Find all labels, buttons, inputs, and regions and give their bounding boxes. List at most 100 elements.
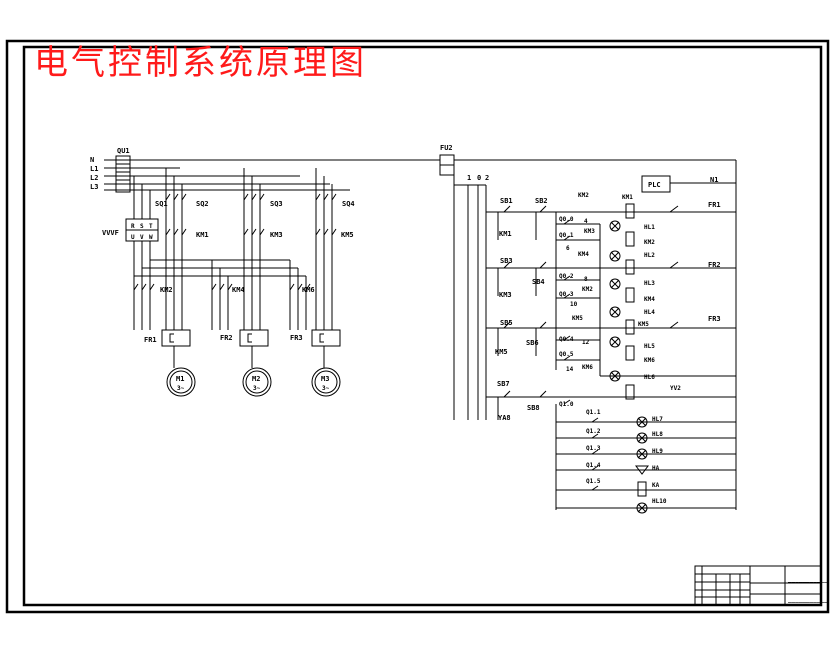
- q12-label: Q1.2: [586, 428, 601, 435]
- km1-hold-label: KM1: [499, 230, 512, 238]
- num-8: 8: [584, 276, 588, 283]
- motor-m3-name: M3: [321, 375, 329, 383]
- interlock-km3-label: KM3: [584, 228, 595, 235]
- motor-m1: M1 3~: [166, 367, 196, 397]
- selector-1: 1: [467, 174, 471, 182]
- selector-0: 0: [477, 174, 481, 182]
- hl7-label: HL7: [652, 416, 663, 423]
- fr2-control-label: FR2: [708, 261, 721, 269]
- interlock-km2-label: KM2: [578, 192, 589, 199]
- title-block-text-b: ___________: [788, 596, 828, 603]
- q15-label: Q1.5: [586, 478, 601, 485]
- num-6: 6: [566, 245, 570, 252]
- sq2-label: SQ2: [196, 200, 209, 208]
- coil-km2-label: KM2: [644, 239, 655, 246]
- sb7-label: SB7: [497, 380, 510, 388]
- lamp-group: [609, 220, 649, 514]
- hl3-label: HL3: [644, 280, 655, 287]
- coil-km5-label: KM5: [638, 321, 649, 328]
- control-circuit: FU2 1 0 2 PLC N1: [439, 144, 737, 514]
- page-title: 电气控制系统原理图: [34, 43, 367, 83]
- hl8-label: HL8: [652, 431, 663, 438]
- hl9-label: HL9: [652, 448, 663, 455]
- num-14: 14: [566, 366, 574, 373]
- coil-km6-label: KM6: [644, 357, 655, 364]
- q00-label: Q0.0: [559, 216, 574, 223]
- yv2-label: YV2: [670, 385, 681, 392]
- vvvf-label: VVVF: [102, 229, 119, 237]
- sb1-label: SB1: [500, 197, 513, 205]
- motor-m3-phase: 3~: [322, 385, 330, 392]
- q01-label: Q0.1: [559, 232, 574, 239]
- hl10-label: HL10: [652, 498, 667, 505]
- fr3-control-label: FR3: [708, 315, 721, 323]
- motor-m1-phase: 3~: [177, 385, 185, 392]
- coil-km4-label: KM4: [644, 296, 655, 303]
- km4-power-label: KM4: [232, 286, 245, 294]
- interlock-km4-label: KM4: [578, 251, 589, 258]
- sb2-label: SB2: [535, 197, 548, 205]
- q11-label: Q1.1: [586, 409, 601, 416]
- coil-km1-label: KM1: [622, 194, 633, 201]
- ya8-label: YA8: [498, 414, 511, 422]
- vvvf-term-t: T: [149, 223, 153, 230]
- interlock-km6-label: KM6: [582, 364, 593, 371]
- q14-label: Q1.4: [586, 462, 601, 469]
- motor-m1-name: M1: [176, 375, 184, 383]
- fr1-label: FR1: [144, 336, 157, 344]
- n1-label: N1: [710, 176, 718, 184]
- q13-label: Q1.3: [586, 445, 601, 452]
- bus-label-l2: L2: [90, 174, 98, 182]
- fr3-label: FR3: [290, 334, 303, 342]
- q05-label: Q0.5: [559, 351, 574, 358]
- hl1-label: HL1: [644, 224, 655, 231]
- q04-label: Q0.4: [559, 336, 574, 343]
- ka-label: KA: [652, 482, 660, 489]
- thermal-relays: [161, 329, 341, 368]
- hl2-label: HL2: [644, 252, 655, 259]
- power-verticals: [133, 168, 333, 330]
- plc-label: PLC: [648, 181, 661, 189]
- km3-hold-label: KM3: [499, 291, 512, 299]
- hl5-label: HL5: [644, 343, 655, 350]
- motor-m3: M3 3~: [311, 367, 341, 397]
- vvvf-term-v: V: [140, 234, 144, 241]
- num-12: 12: [582, 339, 590, 346]
- sq4-label: SQ4: [342, 200, 355, 208]
- title-block-text-a: ___________: [788, 576, 828, 583]
- plc-box: [641, 175, 671, 193]
- inner-frame: [22, 45, 823, 607]
- sb5-label: SB5: [500, 319, 513, 327]
- km5-power-label: KM5: [341, 231, 354, 239]
- sb3-label: SB3: [500, 257, 513, 265]
- km5-hold-label: KM5: [495, 348, 508, 356]
- sb6-label: SB6: [526, 339, 539, 347]
- bus-label-l1: L1: [90, 165, 98, 173]
- power-circuit: N L1 L2 L3 QU1 R S T U V W VVVF: [90, 147, 440, 397]
- power-contacts: [133, 193, 337, 291]
- vvvf-term-u: U: [131, 234, 135, 241]
- vvvf-term-r: R: [131, 223, 135, 230]
- control-contacts: [503, 205, 679, 491]
- vvvf-term-s: S: [140, 223, 144, 230]
- interlock-km5-label: KM5: [572, 315, 583, 322]
- rung-lines: [486, 211, 736, 510]
- motor-m2-phase: 3~: [253, 385, 261, 392]
- q10-label: Q1.0: [559, 401, 574, 408]
- sb8-label: SB8: [527, 404, 540, 412]
- ha-label: HA: [652, 465, 660, 472]
- sq3-label: SQ3: [270, 200, 283, 208]
- km2-power-label: KM2: [160, 286, 173, 294]
- fuse-label: FU2: [440, 144, 453, 152]
- breaker-label: QU1: [117, 147, 130, 155]
- motor-m2: M2 3~: [242, 367, 272, 397]
- bus-label-n: N: [90, 156, 94, 164]
- fr2-label: FR2: [220, 334, 233, 342]
- hl6-label: HL6: [644, 374, 655, 381]
- sq1-label: SQ1: [155, 200, 168, 208]
- interlock-km2b-label: KM2: [582, 286, 593, 293]
- bus-label-l3: L3: [90, 183, 98, 191]
- title-block: ___________ ___________: [694, 565, 828, 606]
- motor-m2-name: M2: [252, 375, 260, 383]
